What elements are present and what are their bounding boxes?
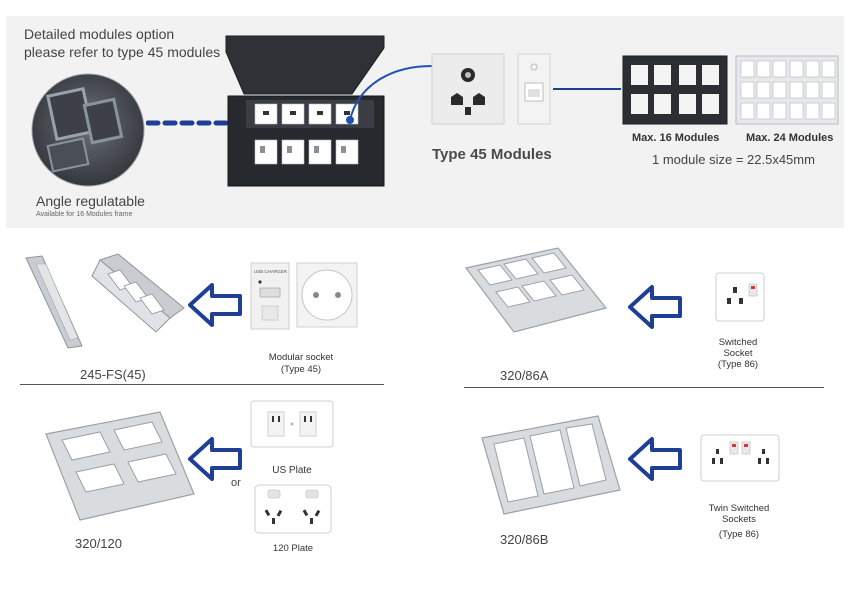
angle-subtitle: Available for 16 Modules frame xyxy=(36,211,133,218)
max24-label: Max. 24 Modules xyxy=(746,132,834,144)
twin-switched-socket-image xyxy=(700,434,780,482)
frame-86b-image xyxy=(481,415,621,515)
arrow-left-icon xyxy=(188,437,242,481)
arrow-left-icon xyxy=(188,283,242,327)
p120-name: 320/120 xyxy=(75,536,122,551)
type45-label: Type 45 Modules xyxy=(432,146,552,163)
a86-caption-1: Switched xyxy=(718,337,758,348)
floor-box-image xyxy=(225,35,385,187)
curved-connector xyxy=(346,65,433,124)
a86-divider xyxy=(464,387,824,388)
frame-86a-image xyxy=(464,247,608,333)
arrow-left-icon xyxy=(628,285,682,329)
dashed-connector xyxy=(146,120,242,126)
rail-245-image xyxy=(25,253,185,349)
frame-120-image xyxy=(45,411,195,521)
fs45-name: 245-FS(45) xyxy=(80,367,146,382)
angle-title: Angle regulatable xyxy=(36,193,145,209)
a86-caption-3: (Type 86) xyxy=(717,359,759,370)
max16-label: Max. 16 Modules xyxy=(632,132,720,144)
120-plate-caption: 120 Plate xyxy=(272,543,314,554)
usb-module-image: USB CHARGER xyxy=(250,262,290,330)
us-plate-image xyxy=(250,400,334,448)
data-socket-image xyxy=(517,53,551,125)
or-text: or xyxy=(231,477,241,489)
frame-connector-line xyxy=(553,88,621,90)
frame-24-image xyxy=(735,55,839,125)
arrow-left-icon xyxy=(628,437,682,481)
a86-caption-2: Socket xyxy=(723,348,753,359)
note-line-2: please refer to type 45 modules xyxy=(24,44,221,60)
b86-caption-3: (Type 86) xyxy=(718,529,760,540)
us-plate-caption: US Plate xyxy=(272,465,312,476)
switched-socket-image xyxy=(715,272,765,322)
120-plate-image xyxy=(254,484,332,534)
usb-label: USB CHARGER xyxy=(254,269,288,274)
universal-socket-image xyxy=(431,53,505,125)
zoom-circle xyxy=(31,73,145,187)
note-line-1: Detailed modules option xyxy=(24,26,175,42)
schuko-module-image xyxy=(296,262,358,328)
a86-name: 320/86A xyxy=(500,368,549,383)
b86-name: 320/86B xyxy=(500,532,549,547)
fs45-divider xyxy=(20,384,384,385)
fs45-caption-2: (Type 45) xyxy=(280,364,322,375)
fs45-caption-1: Modular socket xyxy=(268,352,334,363)
b86-caption-2: Sockets xyxy=(722,514,756,525)
module-size-text: 1 module size = 22.5x45mm xyxy=(652,152,815,167)
frame-16-image xyxy=(622,55,728,125)
b86-caption-1: Twin Switched xyxy=(708,503,770,514)
